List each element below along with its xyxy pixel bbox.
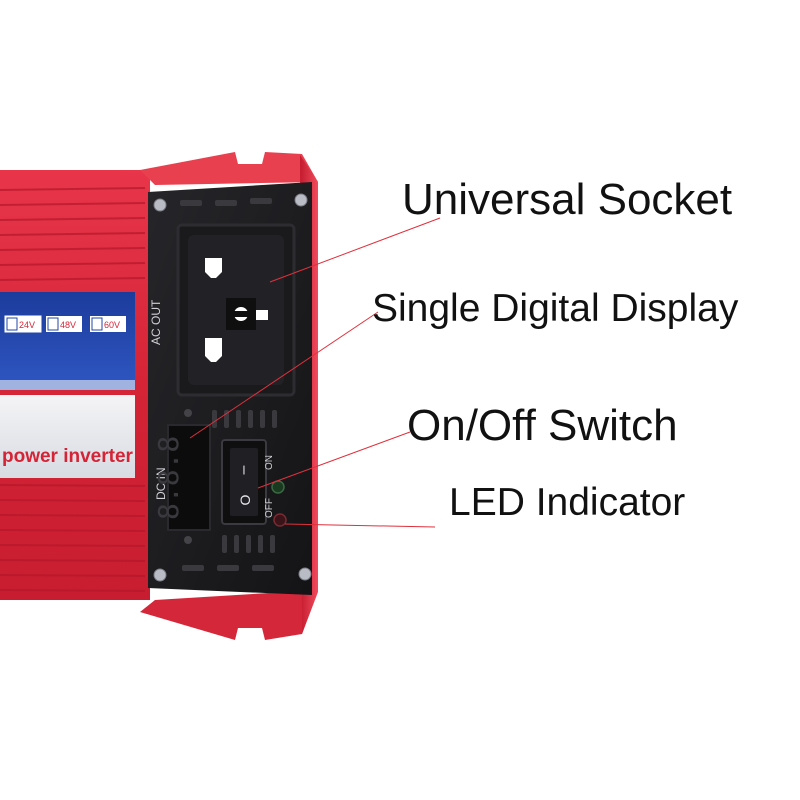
callout-line-display [189, 311, 379, 439]
callout-led-indicator: LED Indicator [449, 481, 686, 524]
voltage-badge-text: 24V [19, 320, 35, 330]
brand-band: power inverter [0, 395, 135, 478]
voltage-badges: 24V 48V 60V [4, 315, 126, 333]
callout-universal-socket: Universal Socket [402, 175, 733, 224]
screw [294, 193, 308, 207]
callout-single-digital-display: Single Digital Display [372, 287, 739, 330]
display-readout: 8.8.8 [152, 436, 185, 520]
dc-in-label: DC IN [154, 467, 168, 500]
callout-line-switch [257, 431, 411, 489]
screw [153, 198, 167, 212]
switch-on-symbol: – [235, 465, 252, 474]
vent-slots [180, 198, 277, 571]
voltage-label-panel [0, 292, 135, 390]
voltage-badge-text: 48V [60, 320, 76, 330]
switch-off-label: OFF [264, 498, 275, 518]
callout-line-led [284, 523, 436, 528]
callout-on-off-switch: On/Off Switch [407, 401, 678, 450]
green-led [271, 480, 285, 494]
switch-off-symbol: O [237, 494, 253, 505]
led-small [184, 409, 192, 417]
ac-out-label: AC OUT [149, 299, 163, 345]
red-led [273, 513, 287, 527]
voltage-badge-text: 60V [104, 320, 120, 330]
digital-display: 8.8.8 [152, 409, 211, 544]
universal-socket [176, 223, 296, 397]
callout-line-socket [269, 217, 441, 283]
screw [153, 568, 167, 582]
switch-on-label: ON [264, 455, 275, 470]
power-switch[interactable]: – O ON OFF [221, 439, 275, 525]
led-indicators [271, 480, 287, 527]
screw [298, 567, 312, 581]
callout-lines [189, 217, 441, 528]
brand-text: power inverter [2, 446, 134, 467]
